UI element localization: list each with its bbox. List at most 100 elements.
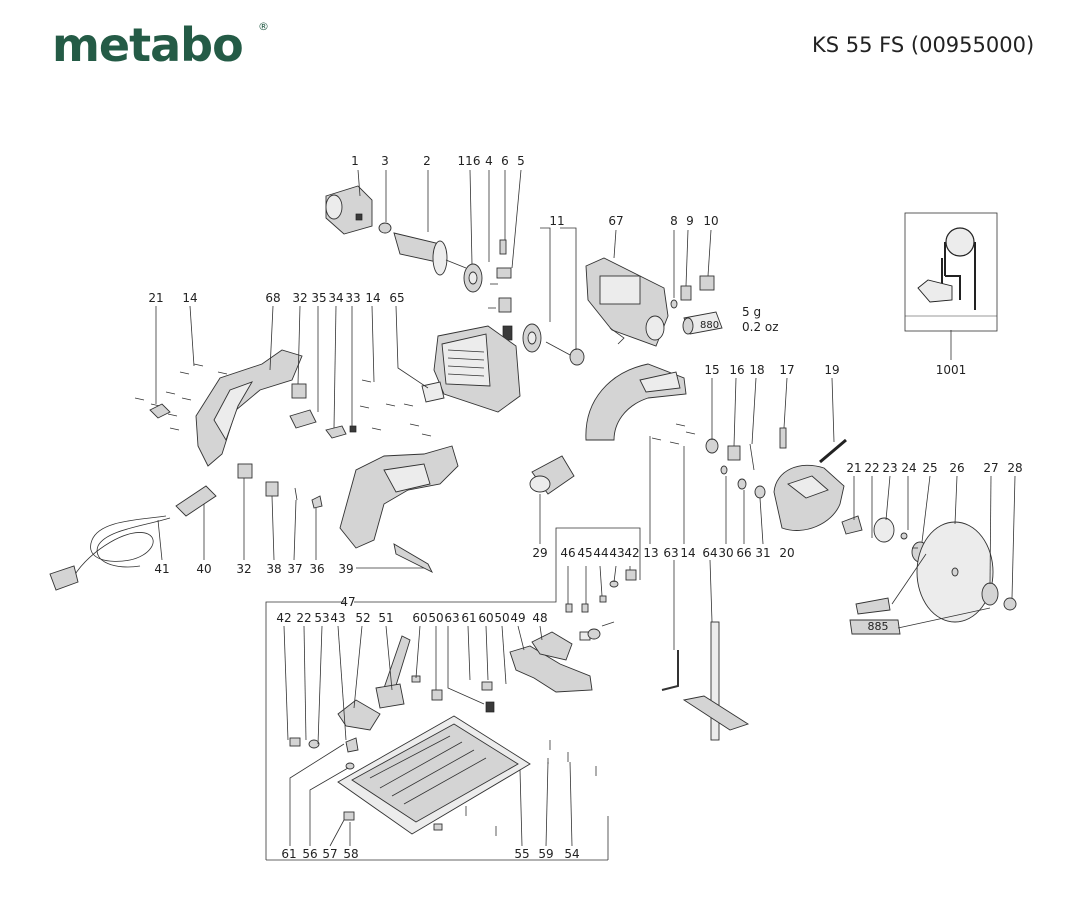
callout-49: 49 <box>510 611 525 625</box>
clamp-part <box>311 495 323 509</box>
callout-21: 21 <box>148 291 163 305</box>
depth-stop-parts <box>337 635 411 731</box>
metabo-logo: metabo <box>52 18 244 72</box>
parallel-guide-part <box>682 621 750 741</box>
callout-27: 27 <box>983 461 998 475</box>
spring-19-part <box>819 438 847 464</box>
callout-35: 35 <box>311 291 326 305</box>
callout-16: 16 <box>729 363 744 377</box>
grease-tube-part <box>682 311 723 335</box>
callout-1001: 1001 <box>936 363 967 377</box>
callout-8: 8 <box>670 214 678 228</box>
handle-half-part <box>195 349 303 467</box>
spring-part <box>680 285 692 301</box>
callout-1: 1 <box>351 154 359 168</box>
callout-31: 31 <box>755 546 770 560</box>
callout-10: 10 <box>703 214 718 228</box>
callout-2: 2 <box>423 154 431 168</box>
outer-flange-part <box>981 582 999 606</box>
callout-37: 37 <box>287 562 302 576</box>
callout-9: 9 <box>686 214 694 228</box>
callout-61: 61 <box>281 847 296 861</box>
cap-part <box>237 463 253 479</box>
bushing-16-part <box>727 445 741 461</box>
callout-5: 5 <box>517 154 525 168</box>
gear-housing-part <box>585 257 669 347</box>
screws-guard-group <box>651 423 696 445</box>
blade-screw-part <box>1003 597 1017 611</box>
callout-15: 15 <box>704 363 719 377</box>
base-plate-part <box>337 715 531 835</box>
screw-37-part <box>294 487 298 501</box>
small-hardware-group <box>289 675 597 836</box>
grease-amount: 5 g <box>742 305 761 319</box>
lower-guard-part <box>773 464 845 531</box>
callout-36: 36 <box>309 562 324 576</box>
callout-50: 50 <box>428 611 443 625</box>
callout-19: 19 <box>824 363 839 377</box>
callout-30: 30 <box>718 546 733 560</box>
dust-port-part <box>529 455 575 495</box>
callout-43: 43 <box>330 611 345 625</box>
callout-26: 26 <box>949 461 964 475</box>
callout-59: 59 <box>538 847 553 861</box>
switch-part <box>291 383 307 399</box>
callout-41: 41 <box>154 562 169 576</box>
callout-21: 21 <box>846 461 861 475</box>
callout-51: 51 <box>378 611 393 625</box>
hardware-46-42 <box>565 569 637 640</box>
callout-3: 3 <box>381 154 389 168</box>
callout-48: 48 <box>532 611 547 625</box>
capacitor-part <box>265 481 279 497</box>
upper-guard-part <box>585 363 687 441</box>
pin-17-part <box>779 427 787 449</box>
grease-code: 880 <box>700 320 719 331</box>
callout-40: 40 <box>196 562 211 576</box>
callout-66: 66 <box>736 546 751 560</box>
callout-29: 29 <box>532 546 547 560</box>
screw-18-part <box>749 443 755 471</box>
motor-housing-part <box>433 325 521 413</box>
callout-4: 4 <box>485 154 493 168</box>
callout-64: 64 <box>702 546 717 560</box>
callout-34: 34 <box>328 291 343 305</box>
slider-part <box>325 425 347 439</box>
callout-885: 885 <box>868 620 889 633</box>
callout-43: 43 <box>609 546 624 560</box>
callout-labels: 1 3 2 116 4 6 5 11 67 8 9 10 21 14 68 32… <box>148 154 1022 861</box>
callout-68: 68 <box>265 291 280 305</box>
bushing-part <box>699 275 715 291</box>
model-title: KS 55 FS (00955000) <box>812 33 1035 57</box>
callout-13: 13 <box>643 546 658 560</box>
callout-22: 22 <box>864 461 879 475</box>
gear-part <box>522 323 542 353</box>
stator-part <box>325 185 373 235</box>
callout-20: 20 <box>779 546 794 560</box>
grease-oz: 0.2 oz <box>742 320 779 334</box>
callout-38: 38 <box>266 562 281 576</box>
callout-44: 44 <box>593 546 608 560</box>
callout-14: 14 <box>680 546 695 560</box>
callout-63: 63 <box>444 611 459 625</box>
wiring-schematic <box>904 212 998 332</box>
callout-25: 25 <box>922 461 937 475</box>
spindle-part <box>545 341 585 366</box>
cord-guard-part <box>393 543 434 574</box>
accessory-885-part <box>849 553 991 635</box>
callout-56: 56 <box>302 847 317 861</box>
callout-46: 46 <box>560 546 575 560</box>
callout-63: 63 <box>663 546 678 560</box>
label-plate-part <box>421 381 445 403</box>
handle-cover-part <box>339 445 459 549</box>
power-cord-part <box>49 485 217 591</box>
callout-55: 55 <box>514 847 529 861</box>
callout-23: 23 <box>882 461 897 475</box>
brush-holder-parts <box>488 239 513 341</box>
hex-key-part <box>661 650 679 691</box>
lock-button-part <box>289 409 317 429</box>
callout-14: 14 <box>182 291 197 305</box>
bearing-part <box>378 222 392 234</box>
callout-65: 65 <box>389 291 404 305</box>
callout-45: 45 <box>577 546 592 560</box>
